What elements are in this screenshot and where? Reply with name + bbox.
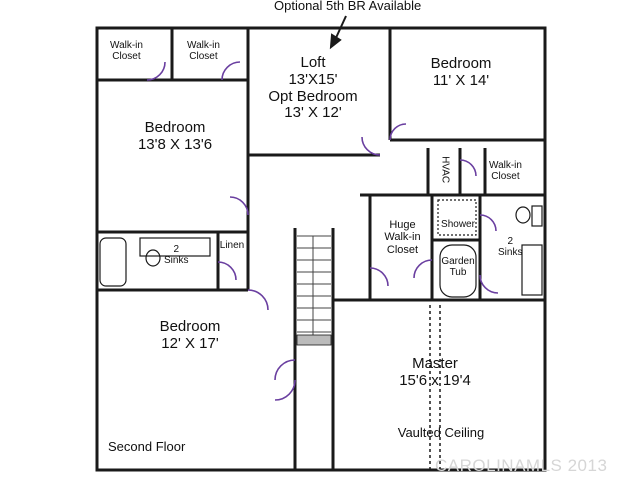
stairs (297, 235, 331, 335)
arrow (329, 15, 347, 50)
loft-label: Loft 13'X15' Opt Bedroom 13' X 12' (268, 54, 358, 122)
dashed-lines (250, 154, 441, 470)
huge-walkin-label: Huge Walk-in Closet (384, 219, 421, 256)
shower-label: Shower (441, 219, 475, 230)
hvac-label: HVAC (439, 156, 451, 184)
doors (146, 61, 499, 401)
second-floor-label: Second Floor (108, 439, 186, 454)
linen-label: Linen (219, 240, 245, 251)
watermark: CAROLINAMLS 2013 (435, 456, 608, 475)
walls (95, 26, 547, 472)
optional-bedroom-note: Optional 5th BR Available (274, 0, 422, 13)
vaulted-ceiling-label: Vaulted Ceiling (397, 425, 485, 440)
fixtures (99, 199, 543, 346)
